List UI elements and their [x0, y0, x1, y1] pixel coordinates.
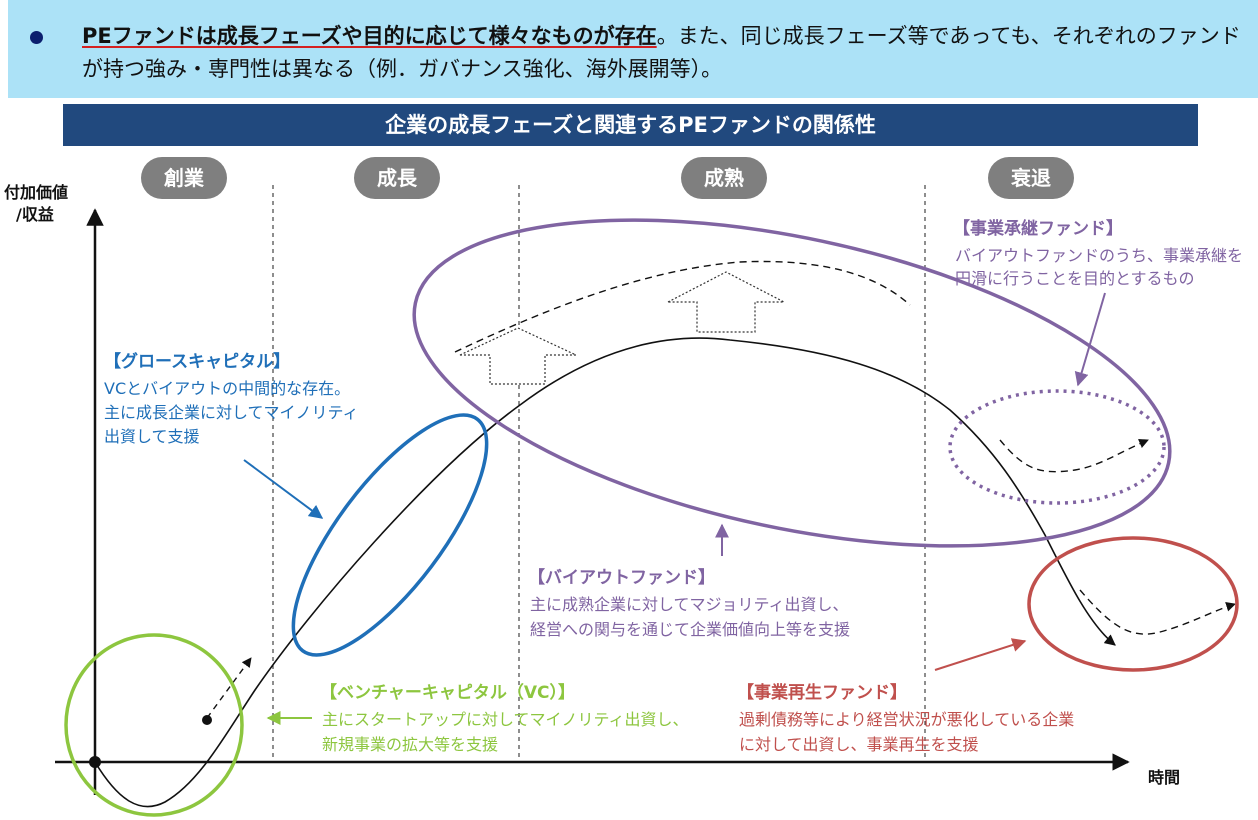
y-axis-label-line1: 付加価値	[4, 183, 68, 202]
succession-dotted-ellipse	[948, 389, 1166, 505]
header-emphasis: PEファンドは成長フェーズや目的に応じて様々なものが存在	[82, 24, 657, 48]
growth-capital-annotation: 【グロースキャピタル】 VCとバイアウトの中間的な存在。 主に成長企業に対してマ…	[104, 351, 359, 446]
growth-capital-line: 出資して支援	[104, 427, 200, 446]
revival-fund-line: に対して出資し、事業再生を支援	[739, 735, 979, 754]
growth-curve	[94, 337, 1116, 808]
value-up-arrow-icon	[667, 271, 785, 333]
phase-pill-decline: 衰退	[988, 157, 1074, 199]
revival-pointer-arrow	[934, 638, 1027, 671]
succession-dashed-path	[999, 438, 1149, 473]
vc-start-dot	[202, 715, 212, 725]
value-up-arrow-icon	[459, 327, 577, 385]
succession-fund-line: 円滑に行うことを目的とするもの	[955, 269, 1195, 288]
phase-label: 衰退	[1010, 166, 1051, 190]
buyout-ellipse	[412, 218, 1172, 548]
buyout-fund-annotation: 【バイアウトファンド】 主に成熟企業に対してマジョリティ出資し、 経営への関与を…	[528, 567, 850, 639]
growth-capital-line: 主に成長企業に対してマイノリティ	[104, 403, 359, 422]
vc-line: 新規事業の拡大等を支援	[322, 735, 498, 754]
header-bullet-text: PEファンドは成長フェーズや目的に応じて様々なものが存在。また、同じ成長フェーズ…	[82, 20, 1242, 86]
x-axis-label: 時間	[1148, 768, 1180, 787]
vc-dashed-arrow	[206, 657, 252, 719]
vc-line: 主にスタートアップに対してマイノリティ出資し、	[322, 710, 689, 729]
revival-fund-title: 【事業再生ファンド】	[737, 682, 907, 703]
growth-capital-line: VCとバイアウトの中間的な存在。	[104, 379, 350, 398]
buyout-fund-line: 経営への関与を通じて企業価値向上等を支援	[530, 620, 850, 639]
buyout-fund-line: 主に成熟企業に対してマジョリティ出資し、	[530, 595, 849, 614]
revival-dashed-path	[1079, 589, 1236, 635]
header-rest: 。また、同じ成長フェーズ等であっても、それぞれのファンドが持つ強み・専門性は異な…	[82, 24, 1241, 81]
phase-pill-maturity: 成熟	[681, 157, 767, 199]
growth-pointer-arrow	[243, 459, 324, 519]
phase-pill-growth: 成長	[354, 157, 440, 199]
revival-fund-line: 過剰債務等により経営状況が悪化している企業	[739, 710, 1074, 729]
succession-pointer-arrow	[1074, 292, 1106, 387]
diagram-title: 企業の成長フェーズと関連するPEファンドの関係性	[63, 104, 1198, 146]
phase-label: 成長	[377, 166, 418, 190]
revival-fund-annotation: 【事業再生ファンド】 過剰債務等により経営状況が悪化している企業 に対して出資し…	[737, 682, 1074, 754]
succession-fund-title: 【事業承継ファンド】	[953, 218, 1123, 239]
vc-title: 【ベンチャーキャピタル（VC）】	[320, 682, 575, 703]
buyout-fund-title: 【バイアウトファンド】	[528, 567, 715, 588]
revival-ellipse	[1027, 536, 1239, 672]
phase-label: 成熟	[704, 166, 744, 190]
growth-capital-ellipse	[291, 413, 489, 657]
growth-capital-title: 【グロースキャピタル】	[104, 351, 290, 372]
phase-pill-startup: 創業	[141, 157, 227, 199]
vc-annotation: 【ベンチャーキャピタル（VC）】 主にスタートアップに対してマイノリティ出資し、…	[320, 682, 689, 754]
phase-label: 創業	[163, 166, 205, 190]
succession-fund-line: バイアウトファンドのうち、事業承継を	[955, 246, 1243, 265]
vc-circle	[64, 633, 244, 817]
y-axis-label-line2: /収益	[16, 205, 54, 224]
bullet-icon	[30, 31, 43, 44]
header-band	[8, 0, 1258, 98]
succession-fund-annotation: 【事業承継ファンド】 バイアウトファンドのうち、事業承継を 円滑に行うことを目的…	[953, 218, 1243, 288]
